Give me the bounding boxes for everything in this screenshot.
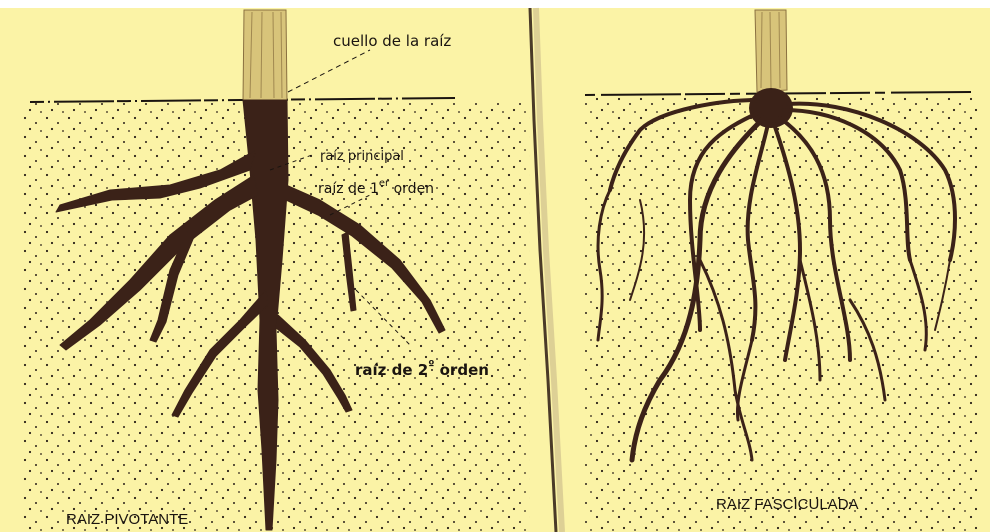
caption-fasciculada: RAIZ FASCICULADA [716,496,859,513]
right-white-strip [990,0,997,532]
label-segundo-orden: raíz de 2º orden [355,358,489,379]
top-white-strip [0,0,997,8]
label-raiz-principal: raíz principal [320,149,404,164]
left-stem [243,10,287,101]
caption-pivotante: RAIZ PIVOTANTE [66,511,188,528]
soil-right [585,96,980,532]
label-primer-orden: raíz de 1er orden [318,178,434,197]
label-cuello: cuello de la raíz [333,32,451,50]
